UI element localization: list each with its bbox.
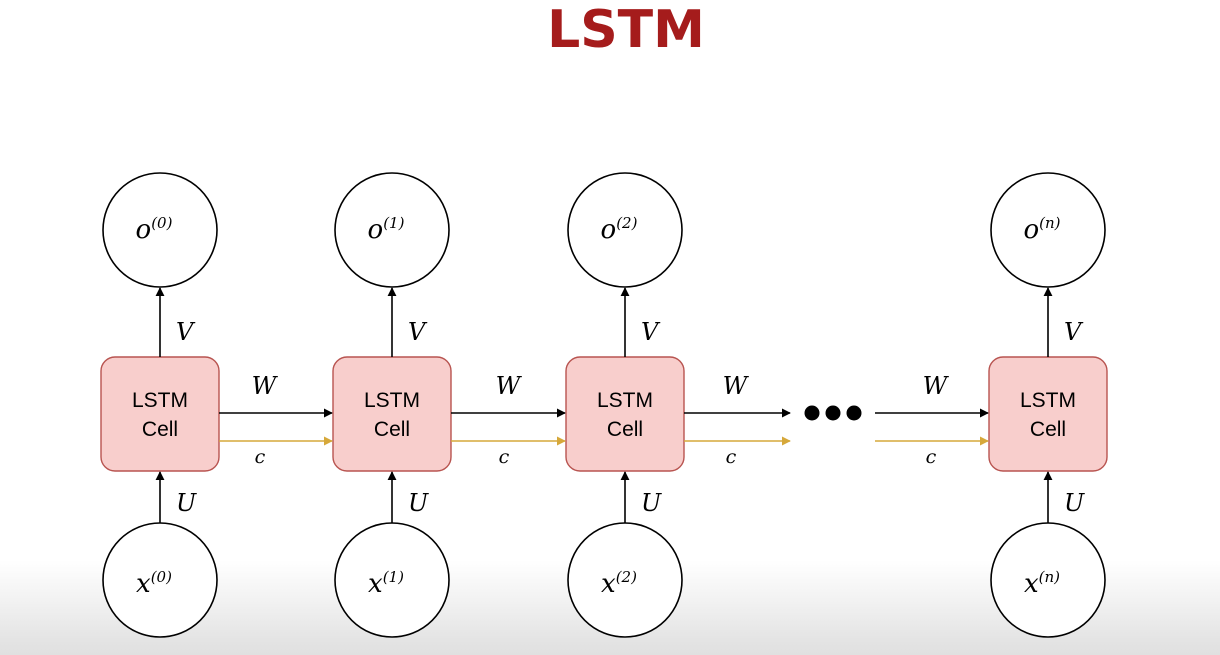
hidden-weight-label-3: W [923,372,950,400]
input-weight-label-1: U [408,489,429,517]
output-node-2 [567,172,683,288]
lstm-cell-sublabel-3: Cell [1030,418,1066,441]
output-weight-label-0: V [176,318,196,346]
output-label-2: o(2) [601,214,638,245]
lstm-cell-sublabel-0: Cell [142,418,178,441]
output-label-1: o(1) [368,214,405,245]
output-label-0: o(0) [136,214,173,245]
ellipsis-dot-0 [804,405,820,421]
lstm-cell-sublabel-1: Cell [374,418,410,441]
lstm-cell-label-3: LSTM [1020,389,1076,412]
hidden-weight-label-1: W [496,372,523,400]
input-weight-label-3: U [1064,489,1085,517]
cell-state-label-1: c [499,446,510,468]
output-node-0 [102,172,218,288]
output-weight-label-1: V [408,318,428,346]
input-label-2: x(2) [601,568,637,599]
lstm-cell-label-1: LSTM [364,389,420,412]
input-weight-label-2: U [641,489,662,517]
cell-state-label-3: c [926,446,937,468]
lstm-cell-2 [565,356,685,472]
slide-title: LSTM [547,0,705,60]
input-label-1: x(1) [368,568,404,599]
cell-state-label-2: c [726,446,737,468]
input-weight-label-0: U [176,489,197,517]
output-weight-label-2: V [641,318,661,346]
lstm-cell-3 [988,356,1108,472]
lstm-cell-label-2: LSTM [597,389,653,412]
cell-state-label-0: c [255,446,266,468]
lstm-cell-label-0: LSTM [132,389,188,412]
lstm-cell-1 [332,356,452,472]
output-node-3 [990,172,1106,288]
input-label-3: x(n) [1024,568,1060,599]
lstm-cell-0 [100,356,220,472]
hidden-weight-label-0: W [252,372,279,400]
hidden-weight-label-2: W [723,372,750,400]
lstm-cell-sublabel-2: Cell [607,418,643,441]
output-label-3: o(n) [1023,214,1060,245]
ellipsis-dot-1 [825,405,841,421]
output-node-1 [334,172,450,288]
ellipsis-dot-2 [846,405,862,421]
output-weight-label-3: V [1064,318,1084,346]
input-label-0: x(0) [136,568,172,599]
